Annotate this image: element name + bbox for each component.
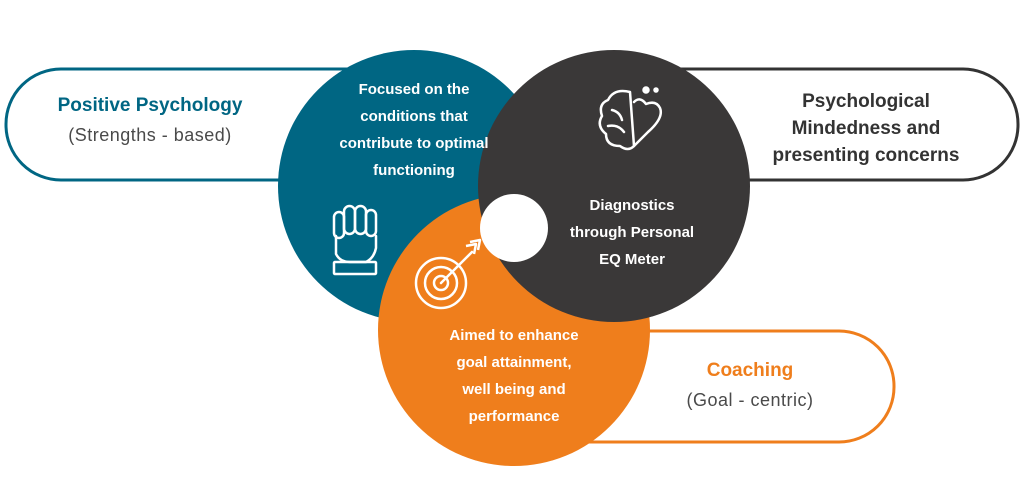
brain-heart-icon [598, 86, 662, 151]
positive-psychology-description: Focused on the conditions that contribut… [314, 76, 514, 184]
description-line: performance [468, 408, 560, 425]
psychological-mindedness-line: Psychological [802, 91, 930, 112]
coaching-label: Coaching (Goal - centric) [650, 360, 850, 411]
description-line: goal attainment, [456, 354, 572, 371]
psychological-mindedness-line: Mindedness and [791, 118, 941, 139]
psychological-mindedness-description: Diagnostics through Personal EQ Meter [552, 192, 712, 273]
psychological-mindedness-line: presenting concerns [772, 145, 960, 166]
description-line: functioning [373, 162, 455, 179]
description-line: EQ Meter [599, 251, 665, 268]
coaching-subtitle: (Goal - centric) [686, 390, 814, 410]
description-line: Diagnostics [589, 197, 675, 214]
raised-fist-icon [332, 204, 378, 276]
psychological-mindedness-label: Psychological Mindedness and presenting … [746, 88, 986, 169]
psychological-mindedness-circle [478, 50, 750, 322]
positive-psychology-label: Positive Psychology (Strengths - based) [20, 95, 280, 146]
description-line: through Personal [569, 224, 695, 241]
venn-center [480, 194, 548, 262]
positive-psychology-subtitle: (Strengths - based) [68, 125, 232, 145]
description-line: conditions that [360, 108, 468, 125]
target-arrow-icon [414, 238, 482, 310]
description-line: well being and [462, 381, 566, 398]
coaching-description: Aimed to enhance goal attainment, well b… [424, 322, 604, 430]
description-line: Focused on the [358, 81, 470, 98]
description-line: contribute to optimal [339, 135, 489, 152]
positive-psychology-title: Positive Psychology [57, 95, 243, 116]
coaching-title: Coaching [706, 360, 794, 381]
description-line: Aimed to enhance [449, 327, 579, 344]
